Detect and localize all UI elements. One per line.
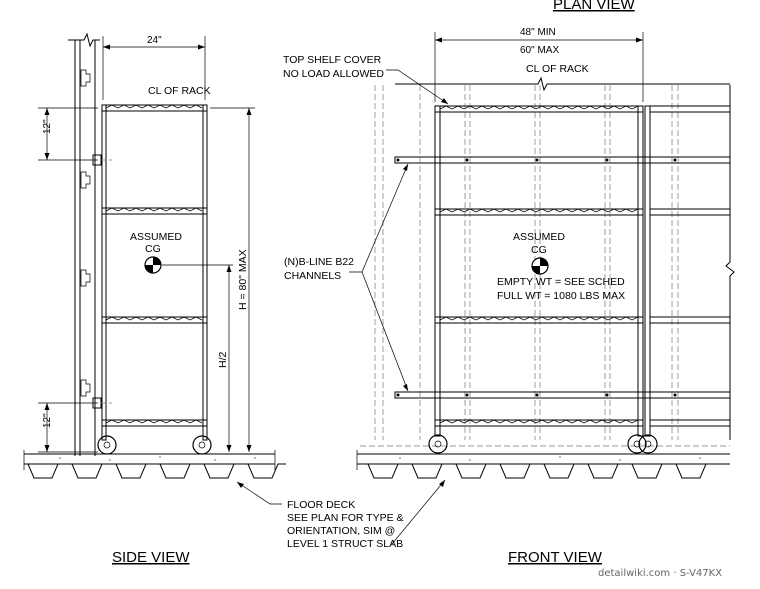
front-max-dim: 60" MAX: [520, 45, 559, 56]
side-cl-rack-label: CL OF RACK: [148, 85, 211, 97]
front-dimensions: 48" MIN 60" MAX CL OF RACK: [434, 27, 644, 102]
channels-label-1: (N)B-LINE B22: [284, 256, 354, 268]
floor-note-line-3: ORIENTATION, SIM @: [287, 525, 395, 537]
front-view: 48" MIN 60" MAX CL OF RACK TOP SHELF COV…: [283, 27, 735, 479]
caster-wheel: [428, 434, 448, 454]
side-12-bottom-dim: 12": [42, 413, 53, 428]
front-cg-label: CG: [531, 244, 547, 256]
top-cover-label-2: NO LOAD ALLOWED: [283, 68, 384, 80]
caster-wheel: [638, 434, 658, 454]
front-dashed-lines: [360, 85, 730, 447]
watermark: detailwiki.com · S-V47KX: [598, 568, 722, 579]
side-12-top-dim: 12": [42, 119, 53, 134]
side-view-title: SIDE VIEW: [112, 549, 190, 566]
channels-label-2: CHANNELS: [284, 270, 341, 282]
channel-top: [394, 156, 731, 164]
side-width-dim: 24": [147, 35, 162, 46]
side-assumed-label: ASSUMED: [130, 231, 182, 243]
side-view: 24" CL OF RACK 12" 12" H = 80" MAX H/2: [23, 32, 286, 479]
side-height-dim: H = 80" MAX: [237, 249, 249, 310]
front-rack: [428, 105, 731, 454]
caster-wheel: [97, 435, 117, 455]
front-view-title: FRONT VIEW: [508, 549, 603, 566]
side-half-height-dim: H/2: [217, 352, 229, 369]
side-floor-deck: [23, 450, 286, 479]
side-cg-label: CG: [145, 243, 161, 255]
side-cg: ASSUMED CG: [130, 231, 182, 274]
front-cl-rack-label: CL OF RACK: [526, 63, 589, 75]
caster-wheel: [192, 435, 212, 455]
wall: [68, 32, 102, 456]
top-cover-label-1: TOP SHELF COVER: [283, 54, 382, 66]
empty-weight-label: EMPTY WT = SEE SCHED: [497, 276, 625, 288]
channel-bottom: [394, 391, 731, 399]
top-shelf-cover: [395, 76, 730, 92]
front-cg: ASSUMED CG EMPTY WT = SEE SCHED FULL WT …: [497, 231, 625, 302]
floor-note-line-4: LEVEL 1 STRUCT SLAB: [287, 538, 403, 550]
front-assumed-label: ASSUMED: [513, 231, 565, 243]
caster-wheel: [627, 434, 647, 454]
front-min-dim: 48" MIN: [520, 27, 556, 38]
side-dimensions: 24" CL OF RACK 12" 12" H = 80" MAX H/2: [38, 35, 255, 453]
floor-note-line-1: FLOOR DECK: [287, 499, 355, 511]
floor-deck-note: FLOOR DECK SEE PLAN FOR TYPE & ORIENTATI…: [236, 479, 446, 550]
b-line-channels: [394, 156, 731, 399]
plan-view-title: PLAN VIEW: [553, 0, 636, 13]
side-rack: [97, 104, 212, 455]
front-callouts: TOP SHELF COVER NO LOAD ALLOWED (N)B-LIN…: [283, 54, 449, 392]
front-floor-deck: [356, 450, 730, 479]
full-weight-label: FULL WT = 1080 LBS MAX: [497, 290, 625, 302]
floor-note-line-2: SEE PLAN FOR TYPE &: [287, 512, 404, 524]
